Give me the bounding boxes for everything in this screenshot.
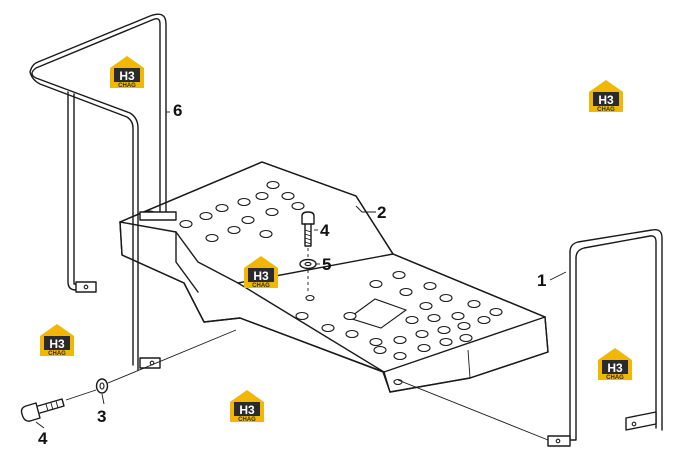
svg-text:CHAG: CHAG [238, 417, 256, 423]
svg-text:CHAG: CHAG [118, 83, 136, 89]
svg-text:CHAG: CHAG [252, 283, 270, 289]
callout-6: 6 [173, 101, 182, 120]
bolt-lower [20, 398, 65, 422]
svg-text:H3: H3 [598, 93, 614, 107]
watermark-logo: H3 CHAG [598, 348, 632, 381]
svg-text:CHAG: CHAG [48, 351, 66, 357]
callout-2: 2 [377, 203, 386, 222]
watermark-logo: H3 CHAG [40, 324, 74, 357]
callout-5: 5 [322, 255, 331, 274]
lower-hole-grid [295, 270, 503, 386]
svg-text:CHAG: CHAG [597, 107, 615, 113]
callout-4-lower: 4 [38, 429, 48, 448]
svg-text:CHAG: CHAG [606, 375, 624, 381]
svg-text:H3: H3 [119, 69, 135, 83]
right-rail-leader [397, 379, 549, 441]
washer-lower [95, 378, 109, 394]
callout-leaders [35, 111, 567, 429]
bolt-axis-lower [65, 329, 237, 401]
callout-1: 1 [537, 271, 546, 290]
bolt-upper [301, 211, 315, 247]
washer-upper [299, 258, 317, 270]
platform-step [119, 161, 549, 393]
callout-3: 3 [97, 407, 106, 426]
svg-text:H3: H3 [239, 403, 255, 417]
right-handrail [547, 228, 663, 447]
watermark-logo: H3 CHAG [230, 390, 264, 423]
svg-text:H3: H3 [253, 269, 269, 283]
svg-text:H3: H3 [607, 361, 623, 375]
left-handrail [29, 13, 177, 371]
watermark-logo: H3 CHAG [244, 256, 278, 289]
watermark-logo: H3 CHAG [110, 56, 144, 89]
watermark-logo: H3 CHAG [589, 80, 623, 113]
callout-4-upper: 4 [320, 221, 330, 240]
upper-hole-grid [144, 180, 305, 243]
svg-text:H3: H3 [49, 337, 65, 351]
